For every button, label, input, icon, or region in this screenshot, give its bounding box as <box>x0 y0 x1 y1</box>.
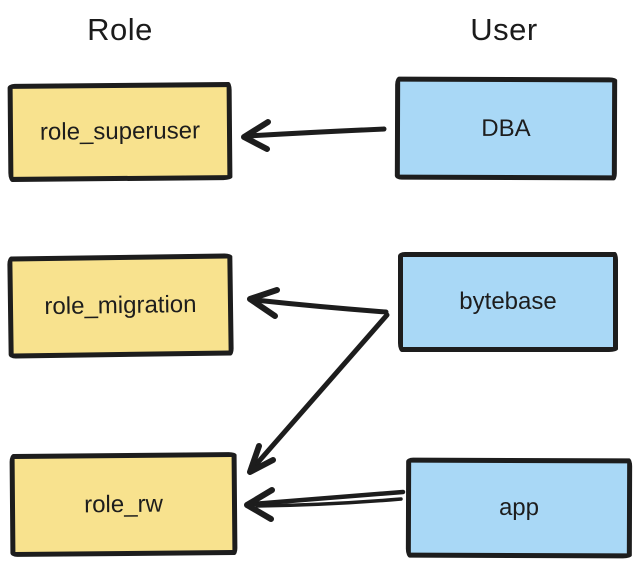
column-title-user: User <box>470 12 538 47</box>
arrow-shaft <box>245 126 387 139</box>
arrow-shaft-double <box>255 497 403 508</box>
arrowhead-icon <box>247 443 276 475</box>
node-user-bytebase: bytebase <box>398 252 618 352</box>
node-user-bytebase-label: bytebase <box>459 288 557 315</box>
arrow-bytebase-to-role-migration <box>247 287 389 319</box>
arrow-app-to-role-rw <box>244 487 406 522</box>
node-role-migration: role_migration <box>7 253 234 359</box>
arrow-shaft <box>250 312 390 471</box>
node-user-dba-label: DBA <box>481 114 531 142</box>
arrowhead-icon <box>244 487 275 522</box>
node-user-app: app <box>405 457 633 559</box>
node-user-app-label: app <box>498 493 540 522</box>
arrowhead-icon <box>241 119 271 152</box>
node-role-rw-label: role_rw <box>84 490 163 518</box>
arrow-shaft <box>249 489 406 507</box>
arrow-shaft <box>252 297 389 315</box>
node-role-migration-label: role_migration <box>44 290 197 321</box>
node-user-dba: DBA <box>394 76 618 181</box>
node-role-superuser-label: role_superuser <box>39 117 201 146</box>
arrow-dba-to-role-superuser <box>241 119 387 152</box>
arrow-bytebase-to-role-rw <box>247 312 390 475</box>
node-role-rw: role_rw <box>9 452 238 557</box>
column-title-role: Role <box>87 12 153 47</box>
arrowhead-icon <box>247 287 280 319</box>
node-role-superuser: role_superuser <box>7 82 233 182</box>
